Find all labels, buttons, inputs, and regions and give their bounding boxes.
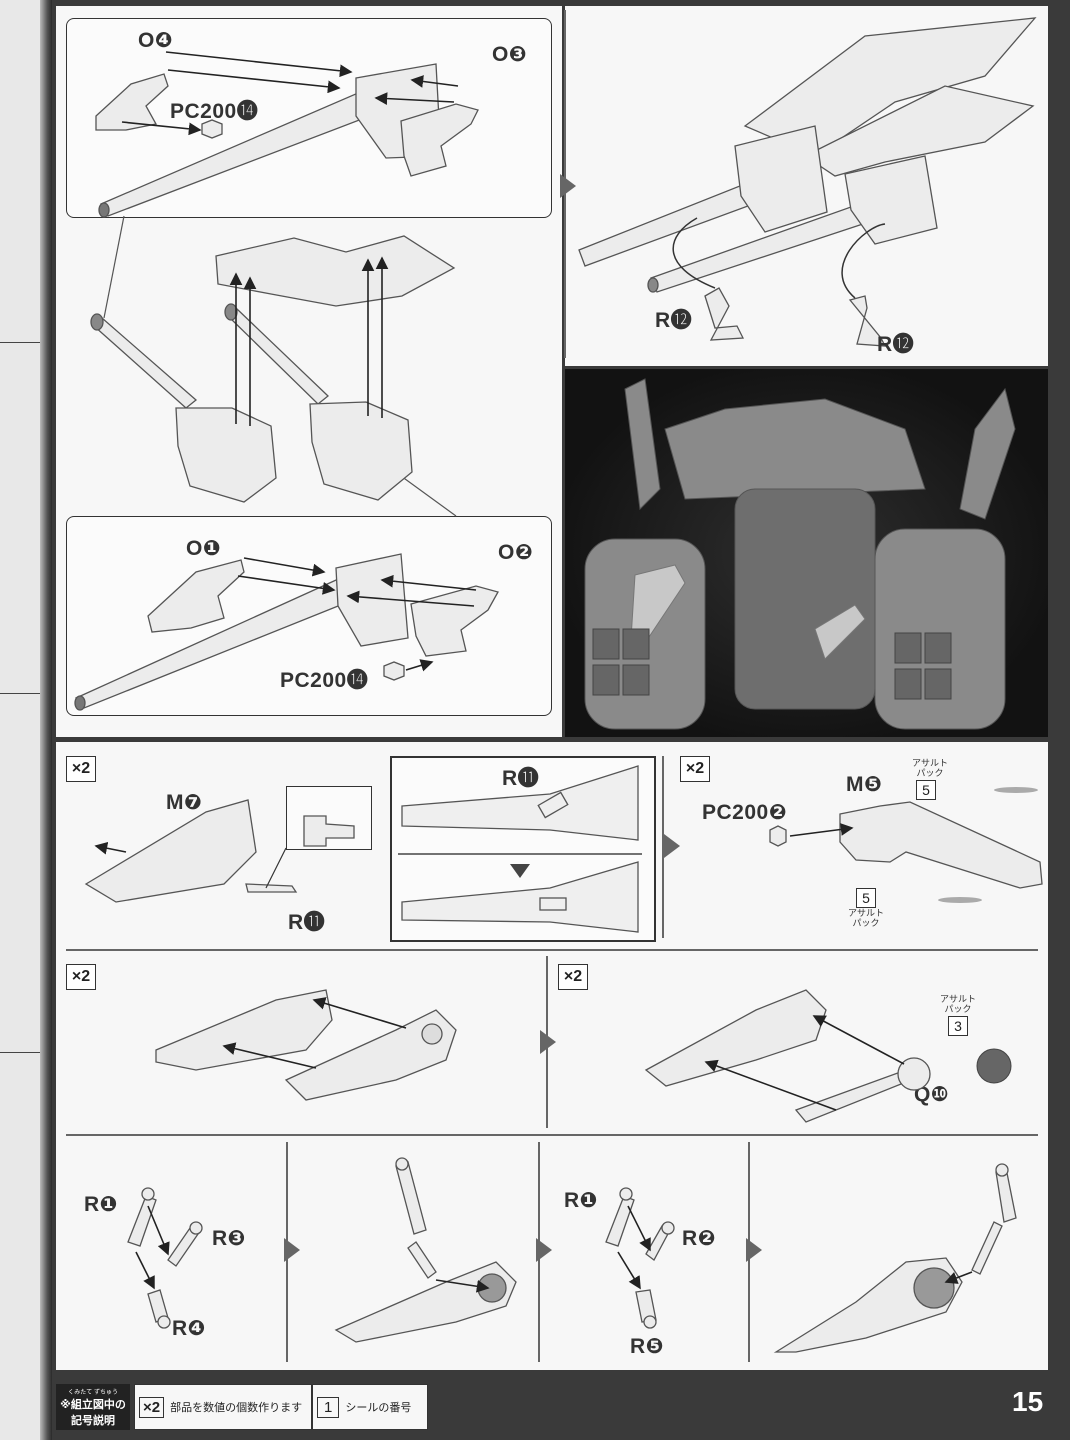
legend-ruby: くみたて ずちゅう [68,1389,118,1396]
arm-attach-drawing-2 [773,1163,1017,1353]
cannon-result-drawing [578,17,1037,347]
part-label-q10: Q❿ [914,1083,950,1106]
shield-grip-drawing [644,989,1012,1123]
sticker-5-top: 5 [916,780,936,800]
m5-drawing [769,787,1043,903]
step-arrow [284,1238,300,1262]
row-divider [66,949,1038,951]
part-label-r12-left: R⓬ [655,309,693,332]
part-label-o2: O❷ [498,541,534,564]
legend-title-line1: ※組立図中の [60,1398,126,1411]
sticker-5-bottom: 5 [856,888,876,908]
part-label-r11-inset: R⓫ [502,767,540,790]
part-label-pc200-2: PC200❷ [702,801,787,824]
part-label-r11: R⓫ [288,911,326,934]
legend-title-line2: 記号説明 [71,1414,115,1427]
strip-divider [0,693,40,694]
detail-callout [286,786,372,850]
part-label-o1: O❶ [186,537,222,560]
step-divider [662,756,664,938]
arm-attach-drawing-1 [334,1157,517,1343]
legend-sticker-desc: シールの番号 [345,1402,412,1414]
shield-assembly-panel: ×2 M❼ R⓫ R⓫ ×2 M❺ PC200❷ アサルト パック 5 5 アサ… [56,742,1048,1370]
legend-sticker: 1 シールの番号 [312,1384,428,1430]
row-divider [66,1134,1038,1136]
legend-x2-desc: 部品を数値の個数作ります [170,1402,303,1414]
step-arrow [536,1238,552,1262]
part-label-r2: R❷ [682,1227,716,1250]
part-label-m7: M❼ [166,791,203,814]
step-arrow [664,834,680,858]
part-label-r4: R❹ [172,1317,206,1340]
part-label-r3: R❸ [212,1227,246,1250]
step-arrow [560,174,576,198]
quantity-marker: ×2 [66,964,96,990]
part-label-r12-right: R⓬ [877,333,915,356]
step-arrow [540,1030,556,1054]
arm-r1-r2-r5-drawing [605,1187,675,1329]
part-label-o4: O❹ [138,29,174,52]
r11-insert-drawing [398,765,642,933]
quantity-marker: ×2 [558,964,588,990]
part-label-pc200-14-top: PC200⓮ [170,100,259,123]
assault-pack-sticker-label-q: アサルト パック [940,994,977,1014]
quantity-marker: ×2 [680,756,710,782]
page-fold [40,0,52,1440]
legend-box: くみたて ずちゅう ※組立図中の 記号説明 [56,1384,130,1430]
part-label-m5: M❺ [846,773,883,796]
legend-x2-symbol: ×2 [139,1396,165,1418]
strip-divider [0,1052,40,1053]
part-label-pc200-14-bottom: PC200⓮ [280,669,369,692]
assembled-model-photo [565,369,1048,737]
previous-page-strip [0,0,52,1440]
step-divider [546,956,548,1128]
model-silhouette [584,378,1016,730]
part-label-r5: R❺ [630,1335,664,1358]
part-label-r1-a: R❶ [84,1193,118,1216]
shield-join-drawing [155,989,457,1101]
cannon-assembly-panel: O❹ O❸ PC200⓮ O❶ O❷ PC200⓮ [56,6,562,737]
m7-drawing [84,799,355,903]
assault-pack-sticker-label-bottom: アサルト パック [848,908,885,928]
sticker-3: 3 [948,1016,968,1036]
quantity-marker: ×2 [66,756,96,782]
legend-quantity: ×2 部品を数値の個数作ります [134,1384,312,1430]
cannon-result-panel: R⓬ R⓬ [565,6,1048,366]
legend-sticker-symbol: 1 [317,1396,340,1418]
strip-divider [0,342,40,343]
cannon-assembly-drawing [74,51,499,711]
assault-pack-sticker-label-top: アサルト パック [912,758,949,778]
part-label-o3: O❸ [492,43,528,66]
part-label-r1-b: R❶ [564,1189,598,1212]
step-arrow [746,1238,762,1262]
page-number: 15 [1012,1386,1044,1417]
arm-r1-r3-r4-drawing [127,1187,203,1329]
